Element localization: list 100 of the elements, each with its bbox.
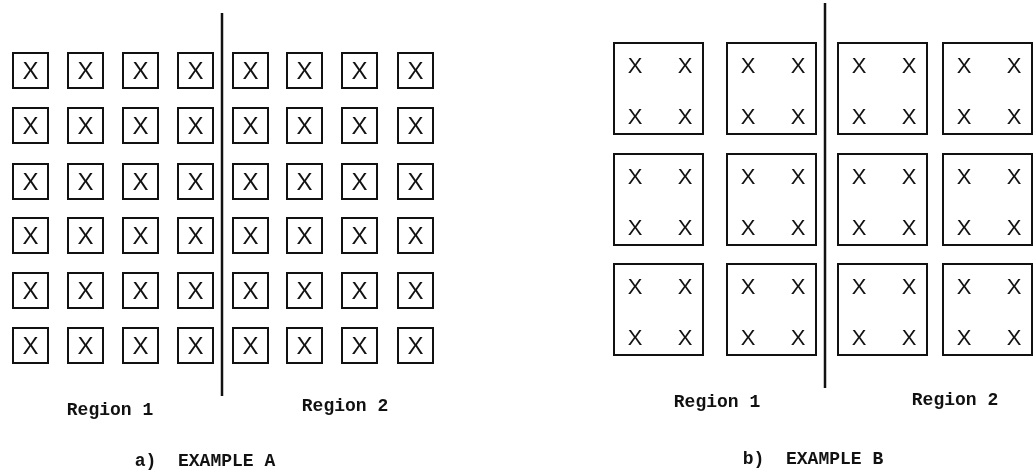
x-mark: X [627,55,643,77]
cell-box [341,163,378,200]
cell-box [177,52,214,89]
x-mark: X [956,327,972,349]
x-mark: X [1006,327,1022,349]
x-mark: X [790,55,806,77]
cell-box [286,107,323,144]
cell-box [397,163,434,200]
cell-box [397,272,434,309]
cell-box [122,107,159,144]
x-mark: X [790,166,806,188]
cell-box [341,217,378,254]
x-mark: X [407,278,424,303]
cell-box [286,52,323,89]
group-box [613,42,704,135]
x-mark: X [242,333,259,358]
x-mark: X [790,327,806,349]
x-mark: X [351,58,368,83]
group-box [613,153,704,246]
x-mark: X [1006,55,1022,77]
group-box [942,263,1033,356]
x-mark: X [351,333,368,358]
cell-box [177,107,214,144]
x-mark: X [296,169,313,194]
cell-box [12,163,49,200]
cell-box [122,217,159,254]
x-mark: X [956,217,972,239]
cell-box [177,272,214,309]
cell-box [286,217,323,254]
x-mark: X [740,327,756,349]
cell-box [12,272,49,309]
x-mark: X [22,223,39,248]
cell-box [122,52,159,89]
x-mark: X [242,113,259,138]
cell-box [232,163,269,200]
x-mark: X [187,223,204,248]
x-mark: X [296,223,313,248]
x-mark: X [901,106,917,128]
cell-box [67,217,104,254]
example-caption: b) EXAMPLE B [742,450,884,468]
cell-box [67,327,104,364]
x-mark: X [851,106,867,128]
x-mark: X [407,113,424,138]
group-box [726,42,817,135]
x-mark: X [740,276,756,298]
cell-box [232,272,269,309]
cell-box [286,327,323,364]
x-mark: X [901,327,917,349]
x-mark: X [790,106,806,128]
x-mark: X [407,169,424,194]
x-mark: X [77,169,94,194]
x-mark: X [627,166,643,188]
x-mark: X [187,333,204,358]
x-mark: X [790,276,806,298]
x-mark: X [851,217,867,239]
cell-box [67,272,104,309]
x-mark: X [677,106,693,128]
x-mark: X [22,58,39,83]
cell-box [177,327,214,364]
cell-box [122,272,159,309]
x-mark: X [1006,106,1022,128]
x-mark: X [901,217,917,239]
x-mark: X [242,223,259,248]
x-mark: X [956,276,972,298]
x-mark: X [242,278,259,303]
x-mark: X [901,276,917,298]
cell-box [397,107,434,144]
cell-box [232,327,269,364]
cell-box [67,107,104,144]
group-box [837,153,928,246]
cell-box [232,107,269,144]
x-mark: X [407,58,424,83]
group-box [837,263,928,356]
x-mark: X [22,278,39,303]
cell-box [397,217,434,254]
x-mark: X [677,327,693,349]
x-mark: X [132,278,149,303]
x-mark: X [901,55,917,77]
region-label: Region 2 [911,391,999,409]
region-label: Region 1 [66,401,154,419]
cell-box [12,107,49,144]
x-mark: X [740,166,756,188]
x-mark: X [187,113,204,138]
x-mark: X [956,166,972,188]
cell-box [232,217,269,254]
x-mark: X [1006,217,1022,239]
x-mark: X [242,169,259,194]
x-mark: X [187,58,204,83]
cell-box [232,52,269,89]
cell-box [67,163,104,200]
x-mark: X [740,217,756,239]
x-mark: X [851,327,867,349]
x-mark: X [22,169,39,194]
x-mark: X [132,169,149,194]
x-mark: X [627,276,643,298]
cell-box [122,327,159,364]
x-mark: X [351,113,368,138]
x-mark: X [901,166,917,188]
cell-box [12,52,49,89]
x-mark: X [851,55,867,77]
